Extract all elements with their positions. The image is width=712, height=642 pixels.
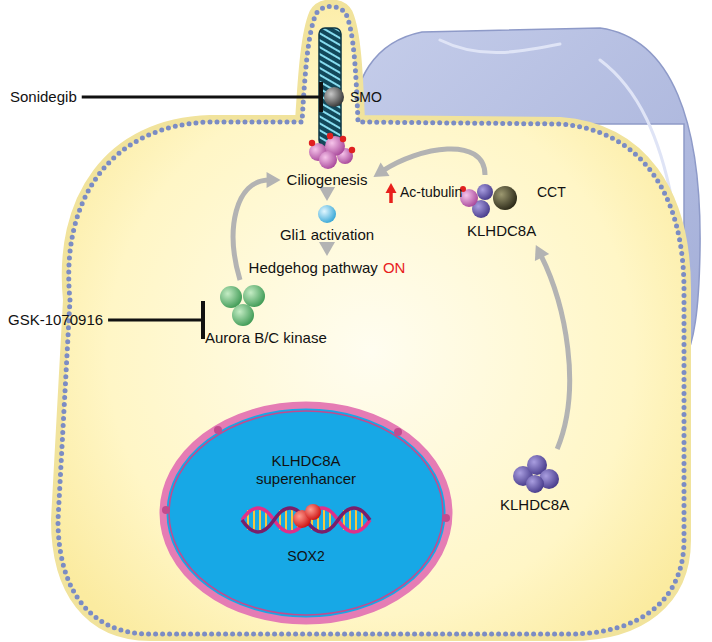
pathway-arrow xyxy=(535,245,570,449)
arrow-head xyxy=(535,245,549,261)
pathway-node: Hedgehog pathway ON xyxy=(249,259,406,277)
protein-sphere xyxy=(317,204,337,224)
process-label: Gli1 activation xyxy=(280,226,374,244)
pathway-arrow xyxy=(319,242,335,256)
drug-name: GSK-1070916 xyxy=(8,311,103,329)
pathway-state: ON xyxy=(383,259,406,277)
drug-name: Sonidegib xyxy=(10,88,77,106)
protein-label: KLHDC8A xyxy=(500,496,569,514)
gene-element-label: KLHDC8A superenhancer xyxy=(244,452,369,488)
receptor-sphere xyxy=(323,86,345,108)
arrow-head xyxy=(373,163,389,177)
connector-line xyxy=(541,255,570,449)
process-node: Ciliogenesis xyxy=(287,171,368,189)
connector-line xyxy=(82,96,321,99)
inhibition-bar xyxy=(201,301,205,339)
arrow-head xyxy=(319,242,335,256)
protein-label: SMO xyxy=(350,89,382,106)
pathway-arrow xyxy=(373,149,485,177)
protein-label: SOX2 xyxy=(287,548,324,565)
protein-node: KLHDC8A xyxy=(500,452,569,514)
drug-node: GSK-1070916 xyxy=(8,311,103,329)
protein-spheres xyxy=(507,452,563,494)
process-label: Ciliogenesis xyxy=(287,171,368,189)
inhibition-line xyxy=(82,82,321,112)
dna-helix xyxy=(240,492,372,548)
modification-label: Ac-tubulin xyxy=(400,184,462,201)
kinase-node: Aurora B/C kinase xyxy=(205,283,327,347)
arrow-head xyxy=(319,187,335,201)
drug-node: Sonidegib xyxy=(10,88,77,106)
arrow-head xyxy=(267,172,281,188)
receptor-node: SMO xyxy=(323,86,382,108)
protein-label: KLHDC8A xyxy=(467,222,536,240)
connector-line xyxy=(383,149,485,175)
pathway-arrow xyxy=(319,187,335,201)
complex-node: CCT KLHDC8A xyxy=(455,178,566,240)
protein-label: CCT xyxy=(537,184,566,201)
pathway-label: Hedgehog pathway xyxy=(249,259,378,277)
protein-label: Aurora B/C kinase xyxy=(205,329,327,347)
kinase-spheres xyxy=(217,283,269,327)
protein-complex xyxy=(455,178,535,222)
inhibition-line xyxy=(108,301,203,339)
inhibition-bar xyxy=(319,82,323,112)
connector-line xyxy=(108,319,203,322)
protein-node: Gli1 activation xyxy=(280,204,374,244)
nucleus: KLHDC8A superenhancerSOX2 xyxy=(158,400,454,626)
